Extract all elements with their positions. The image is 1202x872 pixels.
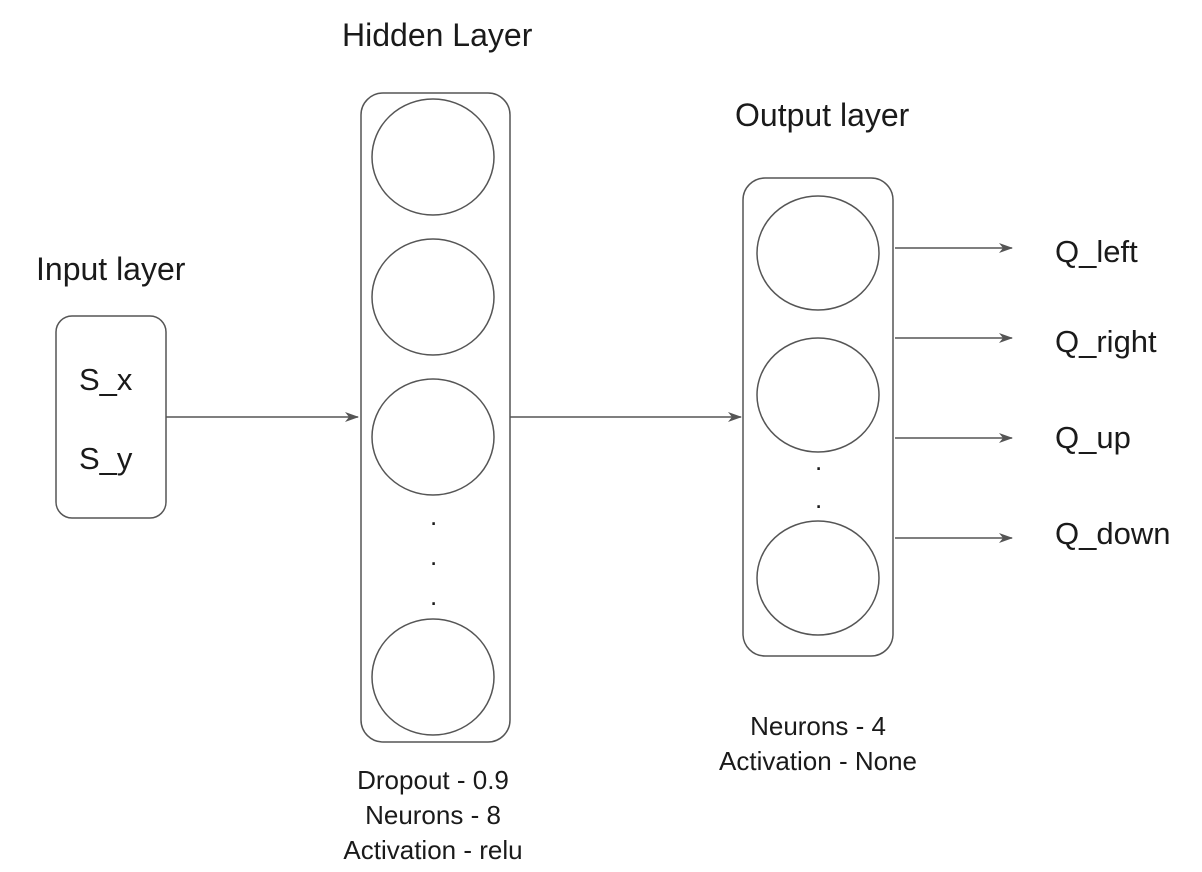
output-ellipsis-dot: . [815,484,823,514]
hidden-ellipsis-dot: . [430,501,438,531]
hidden-neuron [371,98,495,216]
hidden-ellipsis-dot: . [430,581,438,611]
input-layer-box [55,315,167,519]
output-neuron [756,337,880,453]
output-q-down: Q_down [1055,516,1171,551]
output-neuron [756,520,880,636]
hidden-note-neurons: Neurons - 8 [365,800,501,830]
output-note-neurons: Neurons - 4 [750,711,886,741]
input-s-x: S_x [79,362,133,397]
output-ellipsis-dot: . [815,446,823,476]
hidden-note-activation: Activation - relu [343,835,523,865]
hidden-note-dropout: Dropout - 0.9 [357,765,509,795]
output-note-activation: Activation - None [719,746,917,776]
input-s-y: S_y [79,441,133,476]
hidden-neuron [371,378,495,496]
output-layer-title: Output layer [735,97,910,133]
output-q-up: Q_up [1055,420,1131,455]
input-layer-title: Input layer [36,251,186,287]
output-neuron [756,195,880,311]
hidden-ellipsis-dot: . [430,541,438,571]
hidden-layer-title: Hidden Layer [342,17,533,53]
output-q-right: Q_right [1055,324,1157,359]
output-q-left: Q_left [1055,234,1138,269]
output-layer-notes: Neurons - 4 Activation - None [698,709,938,779]
hidden-neuron [371,618,495,736]
hidden-neuron [371,238,495,356]
hidden-layer-notes: Dropout - 0.9 Neurons - 8 Activation - r… [313,763,553,868]
